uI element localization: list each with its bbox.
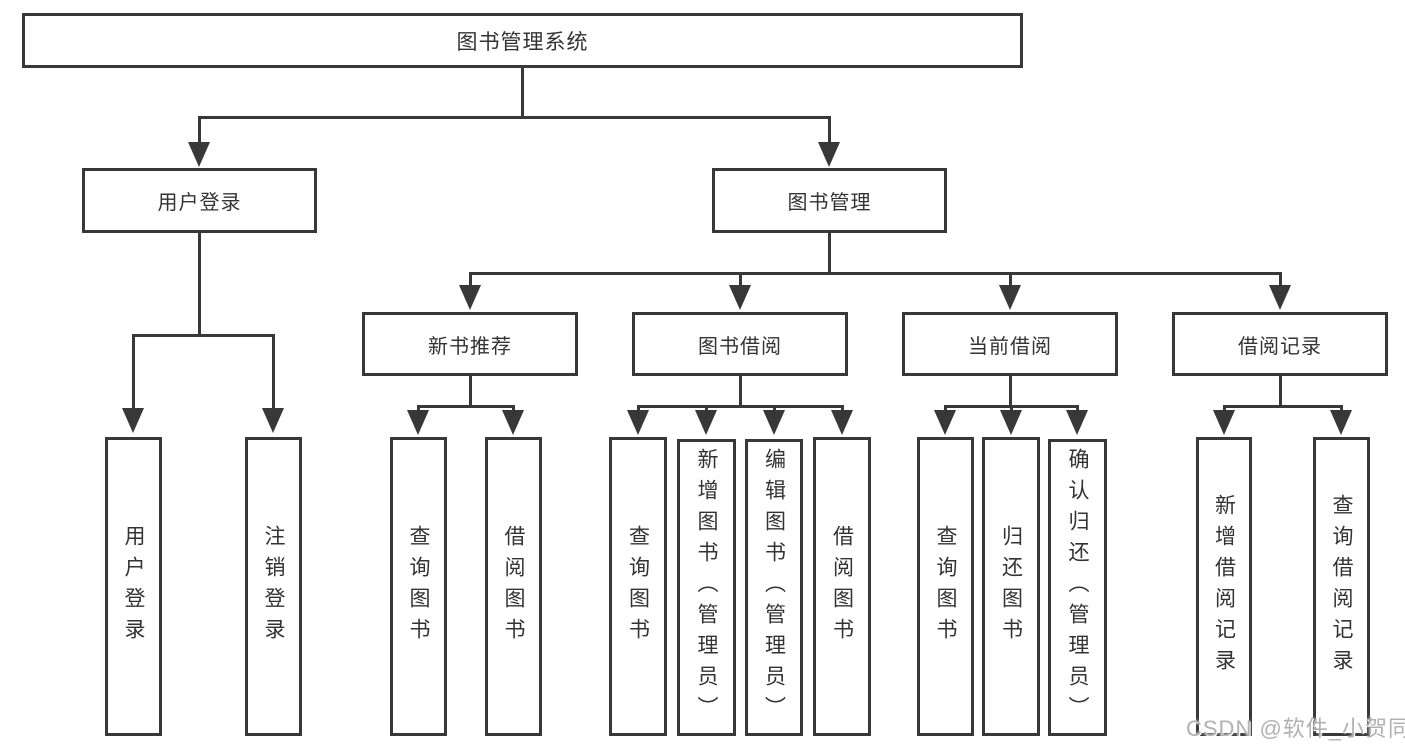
arrowhead-leaf-user-login-icon	[122, 408, 144, 433]
node-current-borrow: 当前借阅	[902, 312, 1118, 376]
arrowhead-query-record-icon	[1330, 410, 1352, 435]
connector-book-borrow-branch	[637, 405, 844, 408]
connector-to-book-management	[828, 116, 831, 144]
connector-to-leaf-logout	[272, 334, 275, 410]
arrowhead-query-book-3-icon	[934, 410, 956, 435]
connector-current-borrow-down	[1009, 375, 1012, 407]
arrowhead-query-book-1-icon	[407, 410, 429, 435]
leaf-confirm-return-admin: 确认归还（管理员）	[1048, 439, 1107, 736]
arrowhead-current-borrow-icon	[999, 285, 1021, 310]
connector-leaf-stub	[1076, 405, 1079, 413]
connector-root-down	[521, 67, 524, 118]
connector-leaf-stub	[1010, 405, 1013, 413]
arrowhead-query-book-2-icon	[627, 410, 649, 435]
leaf-query-borrow-record: 查询借阅记录	[1313, 437, 1370, 736]
node-book-borrow: 图书借阅	[632, 312, 848, 376]
leaf-query-book-recommend: 查询图书	[390, 437, 447, 736]
arrowhead-book-borrow-icon	[729, 285, 751, 310]
connector-leaf-stub	[773, 405, 776, 413]
connector-borrow-record-down	[1279, 375, 1282, 407]
connector-to-user-login	[198, 116, 201, 144]
connector-user-login-branch	[132, 334, 275, 337]
arrowhead-book-management-icon	[818, 142, 840, 167]
connector-to-new-book	[469, 272, 472, 288]
leaf-logout: 注销登录	[245, 437, 302, 736]
arrowhead-edit-book-icon	[763, 410, 785, 435]
connector-leaf-stub	[637, 405, 640, 413]
connector-to-leaf-user-login	[132, 334, 135, 410]
connector-to-borrow-record	[1279, 272, 1282, 288]
connector-leaf-stub	[1340, 405, 1343, 413]
connector-book-management-branch	[469, 272, 1281, 275]
node-borrow-record: 借阅记录	[1172, 312, 1388, 376]
arrowhead-borrow-record-icon	[1269, 285, 1291, 310]
connector-book-management-down	[828, 233, 831, 274]
node-root: 图书管理系统	[22, 13, 1023, 68]
csdn-watermark: CSDN @软件_小贺同学	[1186, 716, 1405, 741]
node-user-login: 用户登录	[82, 168, 317, 233]
leaf-borrow-book-recommend: 借阅图书	[485, 437, 542, 736]
leaf-borrow-book: 借阅图书	[813, 437, 871, 736]
connector-new-book-branch	[417, 405, 514, 408]
arrowhead-borrow-book-2-icon	[831, 410, 853, 435]
connector-root-branch	[198, 116, 831, 119]
arrowhead-add-book-icon	[695, 410, 717, 435]
connector-leaf-stub	[417, 405, 420, 413]
leaf-user-login: 用户登录	[105, 437, 162, 736]
connector-leaf-stub	[512, 405, 515, 413]
arrowhead-borrow-book-1-icon	[502, 410, 524, 435]
leaf-add-borrow-record: 新增借阅记录	[1196, 437, 1252, 736]
leaf-query-book-borrow: 查询图书	[609, 437, 667, 736]
connector-leaf-stub	[705, 405, 708, 413]
node-book-management: 图书管理	[712, 168, 947, 233]
connector-new-book-down	[469, 375, 472, 407]
leaf-add-book-admin: 新增图书（管理员）	[677, 439, 736, 736]
arrowhead-return-book-icon	[1000, 410, 1022, 435]
connector-book-borrow-down	[739, 375, 742, 407]
connector-leaf-stub	[1223, 405, 1226, 413]
node-new-book-recommend: 新书推荐	[362, 312, 578, 376]
connector-to-current-borrow	[1009, 272, 1012, 288]
connector-borrow-record-branch	[1223, 405, 1343, 408]
arrowhead-confirm-return-icon	[1066, 410, 1088, 435]
leaf-edit-book-admin: 编辑图书（管理员）	[745, 439, 803, 736]
connector-to-book-borrow	[739, 272, 742, 288]
arrowhead-new-book-icon	[459, 285, 481, 310]
arrowhead-user-login-icon	[188, 142, 210, 167]
connector-leaf-stub	[944, 405, 947, 413]
connector-leaf-stub	[841, 405, 844, 413]
leaf-query-book-current: 查询图书	[917, 437, 974, 736]
leaf-return-book: 归还图书	[982, 437, 1040, 736]
arrowhead-add-record-icon	[1213, 410, 1235, 435]
connector-user-login-down	[198, 233, 201, 336]
arrowhead-leaf-logout-icon	[262, 408, 284, 433]
